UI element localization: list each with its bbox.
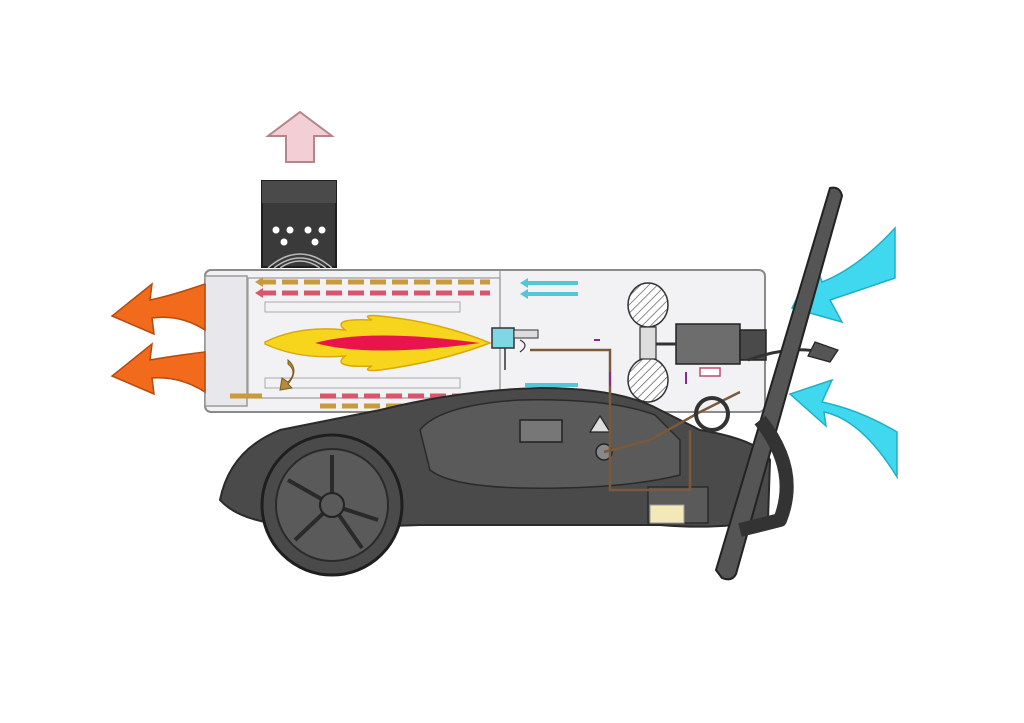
deflector-arrow [279, 358, 295, 391]
inner-airflow-top [255, 277, 490, 298]
cold-air-inlet-bottom [788, 378, 898, 480]
burner-nozzle [491, 327, 539, 370]
fuel-filter [694, 396, 730, 432]
exhaust-chimney [261, 180, 337, 269]
fan-motor [656, 323, 767, 377]
fuel-tank [647, 486, 709, 524]
fan [627, 282, 669, 403]
handle [714, 186, 844, 581]
wheel [260, 433, 404, 577]
hot-air-outlet-bottom [110, 342, 206, 396]
cold-air-inlet-top [790, 226, 896, 324]
flame [264, 314, 493, 372]
exhaust-arrow-up [265, 110, 335, 163]
hot-air-outlet-top [110, 282, 206, 336]
